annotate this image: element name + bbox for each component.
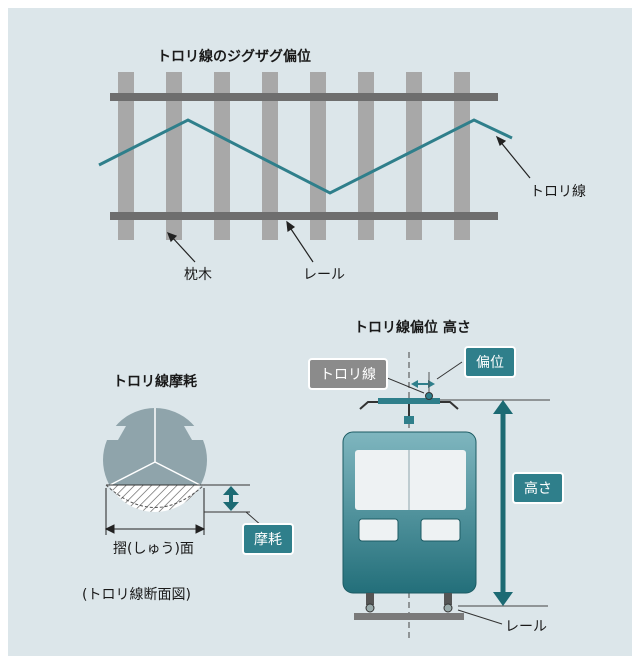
zigzag-title: トロリ線のジグザグ偏位 (157, 49, 311, 65)
rail-label-bottom: レール (505, 619, 547, 635)
rail-label-top: レール (303, 267, 345, 283)
offset-callout: 偏位 (464, 346, 516, 378)
contact-surface-label: 摺(しゅう)面 (113, 541, 194, 557)
wear-callout: 摩耗 (242, 523, 294, 555)
sleeper (310, 72, 326, 240)
trolley-wire-label: トロリ線 (530, 184, 586, 200)
pointer-lines (166, 135, 531, 263)
height-callout: 高さ (512, 472, 564, 504)
rail-bottom (110, 212, 498, 220)
height-section-title: トロリ線偏位 高さ (354, 320, 471, 336)
sleepers (118, 72, 470, 240)
contact-surface-dimension (104, 488, 206, 535)
wear-dimension (204, 484, 263, 527)
height-diagram (342, 352, 550, 638)
sleeper (214, 72, 230, 240)
wear-cross-section (103, 408, 207, 512)
wear-section-title: トロリ線摩耗 (113, 374, 197, 390)
cross-section-caption: (トロリ線断面図) (82, 587, 191, 603)
trolley-wire-callout: トロリ線 (308, 358, 388, 390)
sleeper (358, 72, 374, 240)
sleeper (454, 72, 470, 240)
sleeper-label: 枕木 (184, 267, 212, 283)
sleeper (166, 72, 182, 240)
sleeper (118, 72, 134, 240)
rail-top (110, 93, 498, 101)
sleeper (406, 72, 422, 240)
zigzag-trolley-wire (98, 118, 513, 195)
sleeper (262, 72, 278, 240)
